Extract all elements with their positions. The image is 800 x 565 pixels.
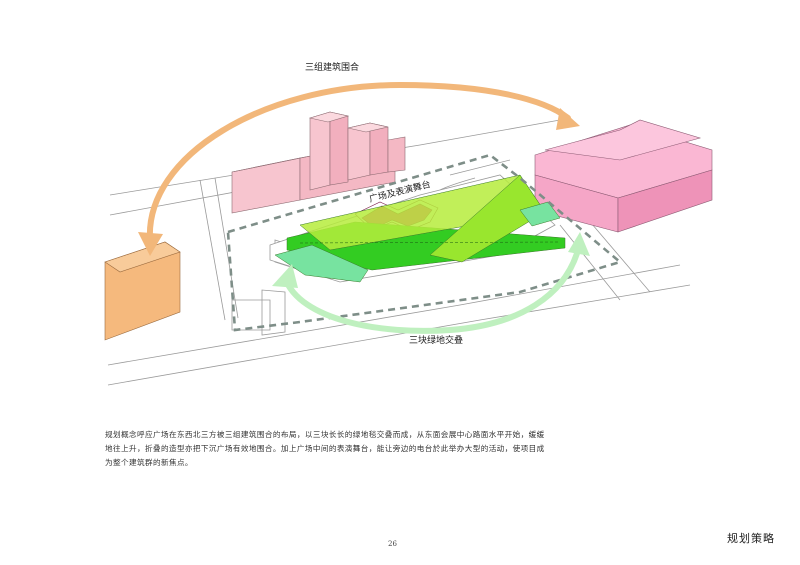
west-building (104, 241, 181, 341)
overlap-arrowhead-west (272, 264, 298, 288)
north-building-group (231, 111, 406, 214)
green-carpet-light (274, 244, 369, 283)
green-carpets (274, 174, 566, 283)
planning-description: 规划概念呼应广场在东西北三方被三组建筑围合的布局，以三块长长的绿地毯交叠而成，从… (105, 430, 545, 467)
east-building-group (534, 119, 713, 233)
page-number: 26 (388, 540, 397, 548)
overlap-arrow (282, 247, 581, 334)
section-title: 规划策略 (727, 532, 775, 545)
green-carpet-light-east (519, 201, 561, 227)
enclosure-arrow (146, 81, 571, 243)
site-boundary (226, 153, 623, 332)
label-three-building-groups: 三组建筑围合 (305, 61, 359, 73)
site-diagram: 三组建筑围合 广场及表演舞台 三块绿地交叠 (104, 61, 713, 386)
label-three-green-overlap: 三块绿地交叠 (409, 334, 463, 346)
enclosure-arrowhead-west (138, 232, 163, 256)
enclosure-arrowhead-east (556, 108, 580, 130)
street-lines (107, 119, 691, 386)
overlap-arrowhead-east (568, 232, 590, 256)
